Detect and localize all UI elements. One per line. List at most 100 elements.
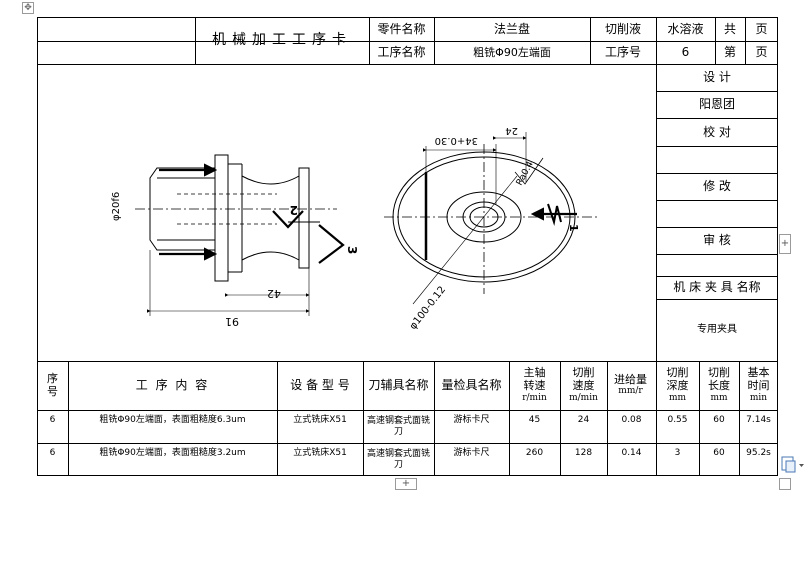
- end-view: [384, 132, 597, 305]
- roughness-symbol: Ra0.4: [515, 160, 536, 188]
- marker-1: 1: [567, 224, 580, 232]
- side-view: [135, 154, 345, 316]
- row-equipment[interactable]: 立式铣床X51: [293, 447, 347, 458]
- designer-name[interactable]: 阳恩团: [698, 97, 735, 112]
- resize-handle-icon[interactable]: [779, 478, 791, 490]
- header-seq: 序号: [47, 371, 58, 398]
- header-vline: [590, 17, 591, 64]
- add-column-button[interactable]: +: [779, 234, 791, 254]
- table-row-line: [37, 443, 778, 444]
- side-line: [656, 227, 778, 228]
- side-line: [656, 299, 778, 300]
- paste-options-icon[interactable]: [780, 455, 806, 475]
- row-tool[interactable]: 高速钢套式面铣刀: [367, 415, 431, 437]
- side-line: [656, 254, 778, 255]
- page-suffix: 页: [755, 45, 768, 60]
- review-label: 审 核: [703, 233, 731, 248]
- dim-24: 24: [505, 125, 518, 136]
- checker-name[interactable]: [656, 146, 778, 173]
- add-row-button[interactable]: +: [395, 478, 417, 490]
- row-spindle[interactable]: 260: [525, 447, 544, 458]
- row-feed[interactable]: 0.14: [621, 447, 642, 458]
- dim-diameter-20: φ20f6: [111, 192, 122, 221]
- header-gauge: 量检具名称: [441, 378, 502, 393]
- header-vline: [715, 17, 716, 64]
- header-equipment: 设 备 型 号: [290, 378, 350, 393]
- side-line: [656, 91, 778, 92]
- header-vline: [745, 17, 746, 64]
- side-line: [656, 173, 778, 174]
- row-tool[interactable]: 高速钢套式面铣刀: [367, 448, 431, 470]
- process-name-value[interactable]: 粗铣Φ90左端面: [473, 45, 551, 59]
- check-label: 校 对: [703, 124, 731, 139]
- marker-2: 2: [290, 203, 298, 217]
- header-length-label: 切削长度: [708, 366, 730, 393]
- row-time[interactable]: 7.14s: [746, 414, 771, 425]
- row-content[interactable]: 粗铣Φ90左端面，表面粗糙度3.2um: [99, 447, 246, 458]
- side-line: [656, 146, 778, 147]
- process-card-frame: [37, 17, 778, 476]
- row-seq[interactable]: 6: [49, 447, 56, 458]
- header-spindle-unit: r/min: [522, 392, 547, 403]
- row-time[interactable]: 95.2s: [746, 447, 771, 458]
- header-mid-line: [37, 41, 778, 42]
- header-speed-label: 切削速度: [572, 366, 595, 393]
- card-title: 机械加工工序卡: [212, 32, 352, 49]
- header-depth: 切削深度 mm: [656, 361, 699, 410]
- header-content: 工 序 内 容: [135, 378, 210, 393]
- coolant-label: 切削液: [604, 21, 641, 36]
- part-name-label: 零件名称: [377, 21, 426, 36]
- header-vline: [195, 17, 196, 64]
- side-line: [656, 118, 778, 119]
- row-spindle[interactable]: 45: [528, 414, 541, 425]
- col-line: [607, 361, 608, 476]
- part-name-value[interactable]: 法兰盘: [493, 21, 530, 36]
- coolant-value[interactable]: 水溶液: [667, 21, 704, 36]
- row-depth[interactable]: 3: [674, 447, 681, 458]
- row-length[interactable]: 60: [713, 414, 725, 425]
- header-feed-unit: mm/r: [618, 386, 643, 397]
- header-time: 基本时间 min: [739, 361, 778, 410]
- dim-34: 34+0.30: [435, 135, 478, 146]
- header-length-unit: mm: [710, 392, 728, 403]
- row-gauge[interactable]: 游标卡尺: [453, 414, 490, 425]
- col-line: [560, 361, 561, 476]
- page-label: 第: [723, 45, 736, 60]
- table-header-line: [37, 410, 778, 411]
- row-speed[interactable]: 128: [574, 447, 593, 458]
- fixture-label: 机 床 夹 具 名称: [673, 280, 761, 295]
- header-speed-unit: m/min: [569, 392, 598, 403]
- fixture-value[interactable]: 专用夹具: [697, 324, 737, 335]
- process-name-label: 工序名称: [377, 45, 426, 60]
- side-line: [656, 276, 778, 277]
- row-depth[interactable]: 0.55: [667, 414, 688, 425]
- col-line: [699, 361, 700, 476]
- dim-diameter-100: φ100-0.12: [408, 284, 448, 331]
- header-time-label: 基本时间: [747, 366, 770, 393]
- row-length[interactable]: 60: [713, 447, 725, 458]
- row-gauge[interactable]: 游标卡尺: [453, 447, 490, 458]
- reviewer-name[interactable]: [656, 254, 778, 276]
- col-line: [363, 361, 364, 476]
- marker-3: 3: [345, 246, 359, 254]
- total-pages-label: 共: [723, 21, 736, 36]
- process-no-label: 工序号: [604, 45, 641, 60]
- row-content[interactable]: 粗铣Φ90左端面，表面粗糙度6.3um: [99, 414, 246, 425]
- side-line: [656, 200, 778, 201]
- header-speed: 切削速度 m/min: [560, 361, 607, 410]
- row-feed[interactable]: 0.08: [621, 414, 642, 425]
- header-vline: [369, 17, 370, 64]
- process-no-value[interactable]: 6: [681, 45, 690, 60]
- total-pages-suffix: 页: [755, 21, 768, 36]
- header-depth-unit: mm: [668, 392, 687, 403]
- row-equipment[interactable]: 立式铣床X51: [293, 414, 347, 425]
- header-feed: 进给量 mm/r: [607, 361, 654, 410]
- header-feed-label: 进给量: [614, 372, 647, 386]
- design-label: 设 计: [703, 70, 731, 85]
- table-move-handle[interactable]: ✥: [22, 2, 34, 14]
- header-vline: [434, 17, 435, 64]
- row-speed[interactable]: 24: [577, 414, 590, 425]
- row-seq[interactable]: 6: [49, 414, 56, 425]
- reviser-name[interactable]: [656, 200, 778, 227]
- header-bottom-line: [37, 64, 778, 65]
